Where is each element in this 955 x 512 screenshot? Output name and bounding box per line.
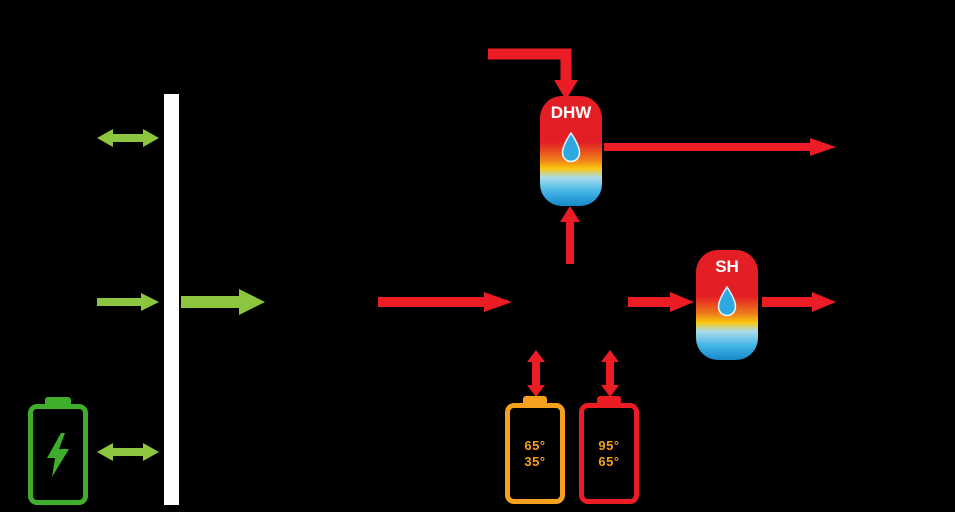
- electricity-bidirectional-arrow-top: [97, 129, 159, 147]
- heat-supply-arrow: [378, 292, 512, 312]
- orange-storage-temp-bottom: 35°: [524, 453, 546, 469]
- heat-to-sh-tank-arrow: [628, 292, 694, 312]
- red-storage-charge-discharge-arrow: [601, 350, 619, 397]
- orange-thermal-storage-icon: 65° 35°: [505, 403, 565, 504]
- orange-storage-temp-top: 65°: [524, 437, 546, 453]
- electric-bus-bar: [164, 94, 179, 505]
- dhw-demand-arrow: [604, 138, 836, 156]
- red-storage-terminal: [597, 396, 621, 405]
- orange-storage-charge-discharge-arrow: [527, 350, 545, 397]
- battery-bidirectional-arrow: [97, 443, 159, 461]
- battery-icon: [28, 404, 88, 505]
- water-drop-icon: [561, 132, 581, 163]
- red-storage-temp-bottom: 65°: [598, 453, 620, 469]
- sh-tank: SH: [696, 250, 758, 360]
- dhw-tank: DHW: [540, 96, 602, 206]
- battery-terminal: [45, 397, 71, 406]
- lightning-bolt-icon: [47, 432, 69, 477]
- dhw-tank-label: DHW: [550, 103, 592, 122]
- orange-storage-terminal: [523, 396, 547, 405]
- electricity-to-heatpump-arrow: [181, 289, 265, 315]
- water-drop-icon: [717, 286, 737, 317]
- sh-tank-label: SH: [715, 257, 739, 276]
- sh-demand-arrow: [762, 292, 836, 312]
- heat-to-dhw-tank-arrow: [560, 206, 580, 264]
- heat-source-to-dhw-elbow-arrow: [488, 48, 578, 100]
- red-storage-temp-top: 95°: [598, 437, 620, 453]
- electricity-import-arrow: [97, 293, 159, 311]
- red-thermal-storage-icon: 95° 65°: [579, 403, 639, 504]
